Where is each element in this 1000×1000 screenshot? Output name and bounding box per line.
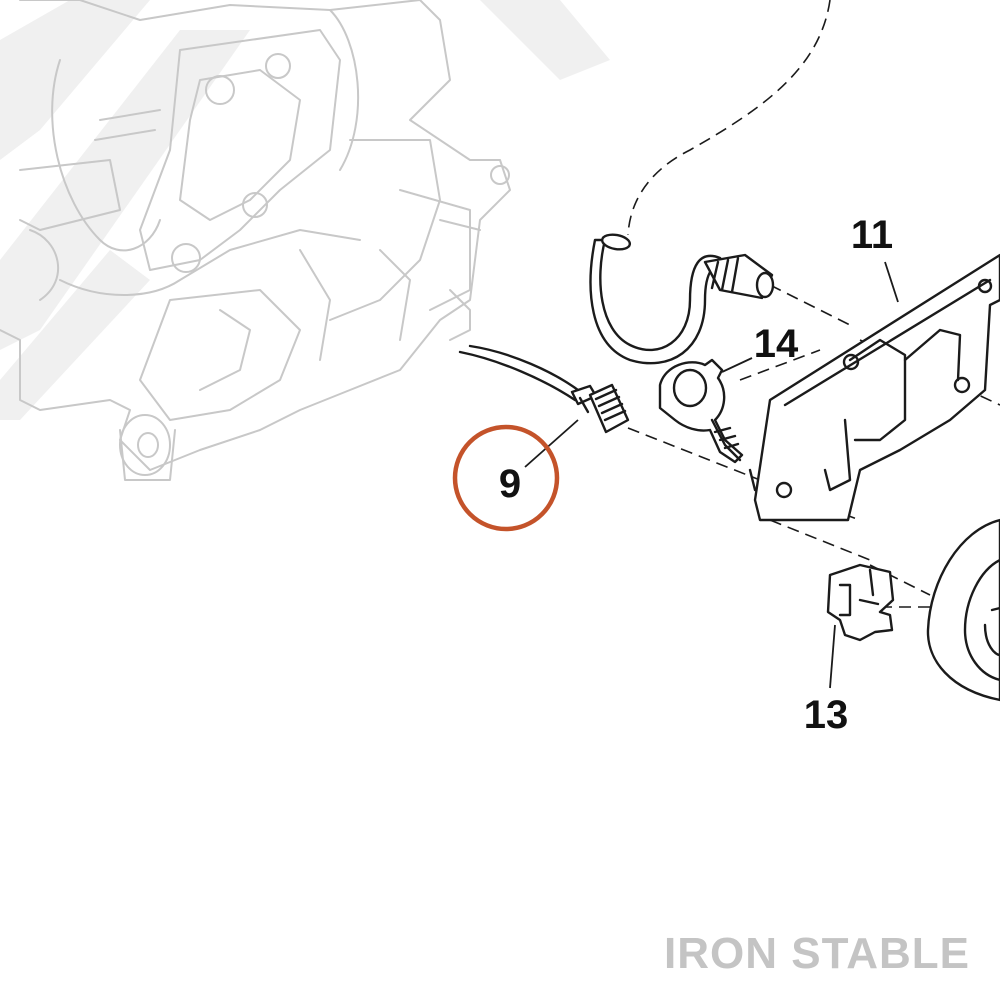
sensor-lead	[458, 344, 630, 434]
hose-clamp	[658, 358, 744, 464]
item-9-highlight-ring	[452, 424, 560, 532]
leader-lines	[524, 261, 899, 689]
background-watermark	[0, 0, 610, 420]
callout-item-11: 11	[851, 213, 893, 257]
connector-clip	[826, 563, 895, 642]
pulley-housing	[926, 518, 1000, 702]
callout-item-13: 13	[804, 693, 849, 737]
hose-assembly	[589, 233, 775, 365]
callout-item-14: 14	[754, 322, 799, 366]
brand-watermark: IRON STABLE	[664, 929, 970, 978]
callout-item-9: 9	[499, 462, 521, 506]
ghost-engine-block	[0, 0, 610, 481]
bracket-plate	[748, 253, 1000, 522]
